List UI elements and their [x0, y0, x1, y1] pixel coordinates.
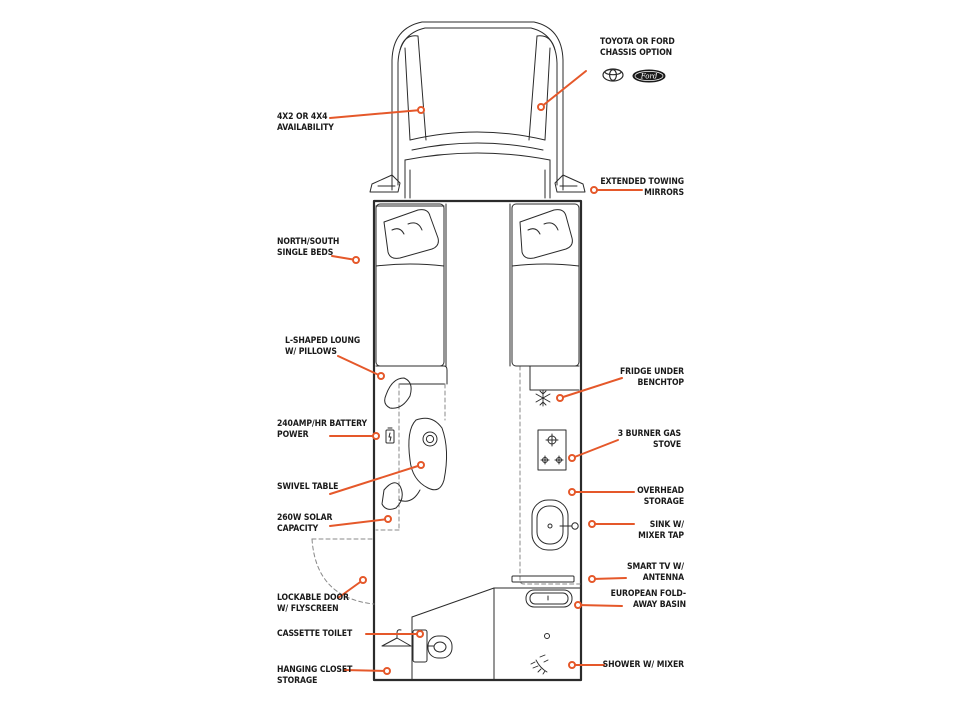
callout-toilet-dot — [416, 630, 424, 638]
callout-door-line — [337, 579, 364, 599]
callout-solar-line — [329, 518, 389, 527]
callout-fridge-line — [559, 377, 623, 399]
entry-door — [311, 538, 375, 605]
label-toilet: CASSETTE TOILET — [277, 629, 353, 639]
callout-lines — [329, 70, 643, 675]
callout-lounge-line — [337, 355, 382, 377]
label-table: SWIVEL TABLE — [277, 482, 339, 492]
ford-logo-text: Ford — [640, 73, 658, 81]
callout-mirrors-dot — [590, 186, 598, 194]
ford-logo: Ford — [632, 69, 666, 83]
label-sink: SINK W/MIXER TAP — [638, 520, 684, 541]
callout-stove-dot — [568, 454, 576, 462]
callout-tv-dot — [588, 575, 596, 583]
label-basin: EUROPEAN FOLD-AWAY BASIN — [610, 589, 686, 610]
callout-solar-dot — [384, 515, 392, 523]
camper-body — [372, 199, 583, 682]
callout-table-line — [329, 464, 422, 495]
callout-sink-dot — [588, 520, 596, 528]
lounge-area — [375, 365, 448, 531]
vehicle-cab — [369, 21, 586, 199]
label-tv: SMART TV W/ANTENNA — [627, 562, 684, 583]
callout-beds-line — [331, 255, 357, 261]
label-shower: SHOWER W/ MIXER — [602, 660, 684, 670]
callout-table-dot — [417, 461, 425, 469]
toyota-logo — [602, 68, 624, 82]
callout-lounge-dot — [377, 372, 385, 380]
callout-closet-line — [343, 669, 388, 672]
callout-drive-line — [329, 109, 422, 119]
kitchen-bench — [511, 365, 581, 585]
callout-drive-dot — [417, 106, 425, 114]
callout-storage-dot — [568, 488, 576, 496]
callout-chassis-dot — [537, 103, 545, 111]
callout-fridge-dot — [556, 394, 564, 402]
bathroom — [381, 587, 582, 681]
callout-closet-dot — [383, 667, 391, 675]
single-beds — [375, 203, 580, 367]
callout-door-dot — [359, 576, 367, 584]
callout-chassis-line — [540, 70, 587, 108]
callout-battery-dot — [372, 432, 380, 440]
callout-basin-dot — [574, 601, 582, 609]
callout-basin-line — [577, 604, 623, 607]
callout-shower-dot — [568, 661, 576, 669]
callout-stove-line — [571, 439, 619, 459]
callout-beds-dot — [352, 256, 360, 264]
callout-tv-line — [591, 577, 627, 580]
